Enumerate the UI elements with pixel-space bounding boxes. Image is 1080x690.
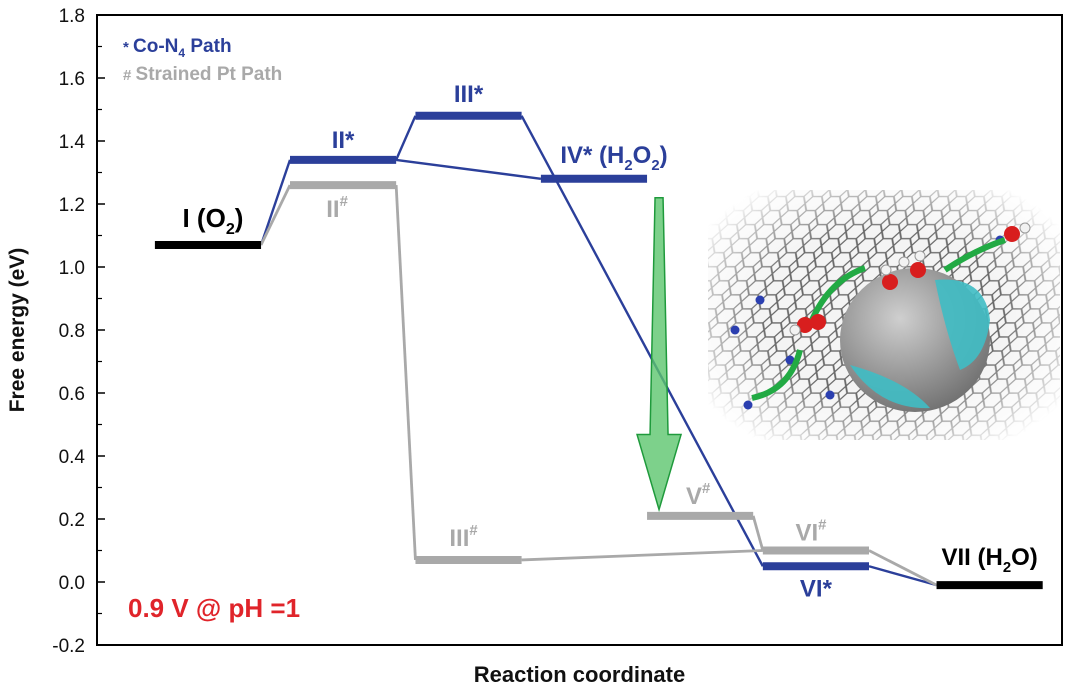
y-tick-label: 1.0 [59,258,85,279]
label-pt-II: II# [326,194,348,223]
reaction-arrow-icon [809,265,867,322]
nitrogen-atom [730,325,740,335]
pt-connector-line [521,549,763,562]
axis-ticks [97,14,105,646]
energy-levels [154,111,1043,590]
co-connector-line [520,115,764,567]
label-co-II: II* [332,127,355,154]
nitrogen-atom [825,390,835,400]
y-tick-label: 0.4 [59,447,86,468]
nitrogen-atom [785,355,795,365]
label-co-IV: IV* (H2O2) [560,142,667,174]
co-connector-line [259,159,292,246]
label-state-VII: VII (H2O) [941,544,1037,576]
pt-connector-line [259,184,292,246]
label-pt-III: III# [449,523,478,552]
label-pt-VI: VI# [795,518,827,547]
legend-item-co: * Co-N4 Path [123,36,232,60]
pt-connector-line [394,185,417,561]
hydrogen-atom [914,250,926,262]
y-tick-labels: -0.2 0.0 0.2 0.4 0.6 0.8 1.0 1.2 1.4 1.6 1.8 [52,6,85,657]
hydrogen-atom [880,264,892,276]
legend-item-pt: # Strained Pt Path [123,64,282,85]
label-co-VI: VI* [800,575,833,602]
hydrogen-atom [898,256,910,268]
legend: * Co-N4 Path # Strained Pt Path [123,36,282,85]
plot-frame [96,14,1063,646]
nitrogen-atom [755,295,765,305]
label-co-III: III* [454,81,484,108]
y-tick-label: 0.0 [59,573,85,594]
reaction-arrow-icon [943,237,1006,273]
y-tick-label: 1.2 [59,195,85,216]
pt-connector-line [751,515,765,551]
label-pt-V: V# [686,481,711,510]
hydrogen-atom [789,324,801,336]
y-tick-label: 0.2 [59,510,85,531]
molecular-inset-illustration [704,186,1064,444]
oxygen-atom [1004,226,1020,242]
oxygen-atom [797,317,813,333]
label-state-I: I (O2) [182,203,243,238]
oxygen-atom [910,262,926,278]
pt-connector-line [868,549,938,587]
co-facet [850,365,930,409]
h2o2-transfer-arrow-icon [636,196,683,513]
x-axis-label: Reaction coordinate [474,662,685,687]
level-labels: I (O2) VII (H2O) II* III* IV* (H2O2) VI* II# II… [182,81,1037,602]
y-axis-label: Free energy (eV) [6,248,29,413]
nitrogen-atom [743,400,753,410]
co-connector-line [868,565,937,587]
pathway-connectors [259,115,938,587]
co-connector-line [395,115,417,161]
y-tick-label: 0.8 [59,321,85,342]
oxygen-atom [810,314,826,330]
oxygen-atom [882,274,898,290]
condition-annotation: 0.9 V @ pH =1 [128,593,300,623]
y-tick-label: 1.8 [59,6,85,27]
y-tick-label: -0.2 [52,636,85,657]
y-tick-label: 0.6 [59,384,85,405]
co-facet [935,279,990,370]
reaction-arrow-icon [751,349,803,401]
co-connector-line [395,158,542,180]
y-tick-label: 1.4 [59,132,86,153]
y-tick-label: 1.6 [59,69,85,90]
hydrogen-atom [1019,222,1031,234]
